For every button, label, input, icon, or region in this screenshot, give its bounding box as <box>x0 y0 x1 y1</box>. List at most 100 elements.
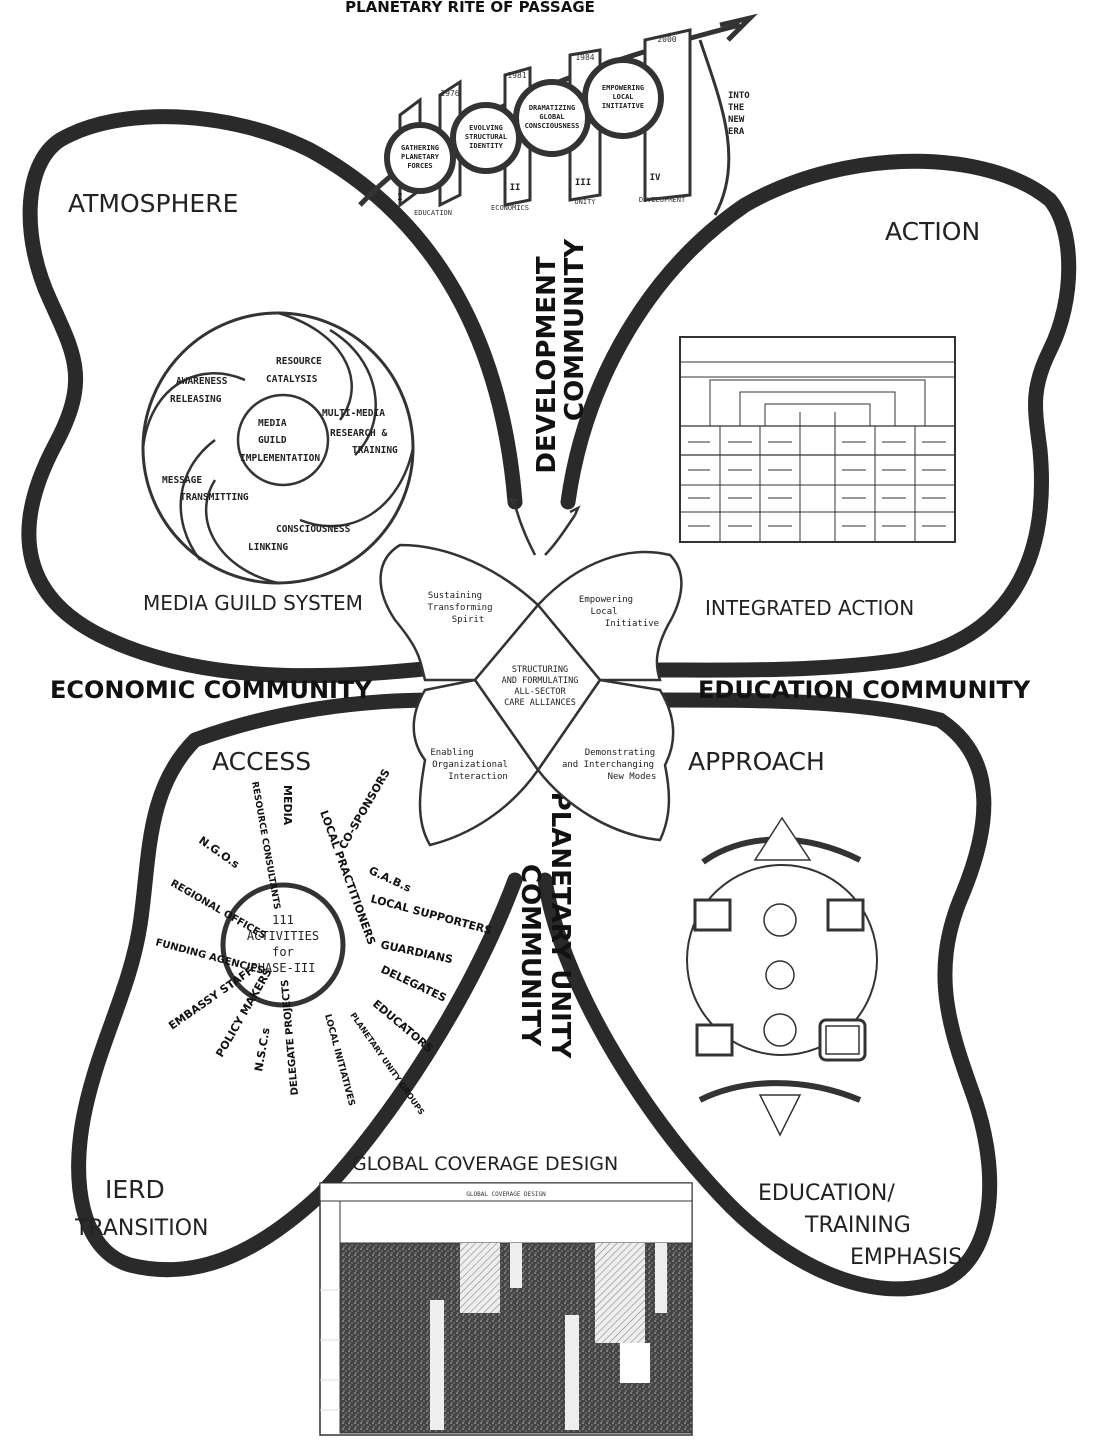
spiral-awareness-1: AWARENESS <box>176 376 228 387</box>
inner-center-1: STRUCTURING <box>512 665 568 675</box>
label-atmosphere: ATMOSPHERE <box>68 189 238 218</box>
spoke-gabs: G.A.B.s <box>367 864 414 895</box>
wing-bottom-left <box>71 692 523 1278</box>
spiral-media-3: IMPLEMENTATION <box>240 453 320 464</box>
label-access: ACCESS <box>212 747 311 776</box>
spoke-local-supporters: LOCAL SUPPORTERS <box>369 892 493 937</box>
spiral-message-2: TRANSMITTING <box>180 492 249 503</box>
inner-tr-2: Local <box>590 607 617 617</box>
label-education-training-1: EDUCATION/ <box>758 1181 895 1206</box>
label-action: ACTION <box>885 217 980 246</box>
antennae <box>506 498 581 556</box>
spoke-nscs: N.S.C.s <box>252 1026 273 1072</box>
global-coverage-title: GLOBAL COVERAGE DESIGN <box>352 1153 618 1175</box>
label-integrated-action: INTEGRATED ACTION <box>705 596 914 620</box>
inner-wing-bl <box>412 678 540 847</box>
spiral-consciousness-1: CONSCIOUSNESS <box>276 524 351 535</box>
rite-of-passage: 1976 1981 1984 2000 GATHERING PLANETARY … <box>358 13 758 217</box>
spiral-media-2: GUILD <box>258 435 287 446</box>
column-label-1: 1976 <box>440 89 459 98</box>
rite-circle-2-l2: STRUCTURAL <box>465 133 507 141</box>
base-economics: ECONOMICS <box>491 204 529 212</box>
page-title: PLANETARY RITE OF PASSAGE <box>345 0 595 16</box>
inner-wing-br <box>536 678 675 842</box>
label-transition: TRANSITION <box>74 1216 209 1241</box>
rite-circle-4-l1: EMPOWERING <box>602 84 644 92</box>
numeral-1: I <box>397 193 402 203</box>
into-l4: ERA <box>728 127 745 137</box>
wing-bottom-right <box>537 692 998 1297</box>
inner-br-1: Demonstrating <box>585 748 655 758</box>
label-education-training-3: EMPHASIS <box>850 1245 962 1270</box>
inner-tl-2: Transforming <box>427 603 492 613</box>
spoke-guardians: GUARDIANS <box>379 938 454 966</box>
rite-circle-3-l3: CONSCIOUSNESS <box>525 122 580 130</box>
spoke-local-initiatives: LOCAL INITIATIVES <box>322 1013 356 1107</box>
inner-center-3: ALL-SECTOR <box>514 687 566 697</box>
spiral-media-1: MEDIA <box>258 418 287 429</box>
media-guild-spiral: RESOURCE CATALYSIS AWARENESS RELEASING M… <box>141 311 415 585</box>
spoke-co-sponsors: CO-SPONSORS <box>336 767 392 852</box>
activities-2: ACTIVITIES <box>247 929 319 943</box>
community-development-1: DEVELOPMENT <box>532 256 562 473</box>
spiral-multimedia-1: MULTI-MEDIA <box>322 408 385 419</box>
rite-circle-3-l2: GLOBAL <box>539 113 564 121</box>
inner-bl-1: Enabling <box>430 748 473 758</box>
activities-1: 111 <box>272 913 294 927</box>
community-development-2: COMMUNITY <box>560 238 590 421</box>
spiral-awareness-2: RELEASING <box>170 394 222 405</box>
inner-tr-1: Empowering <box>579 595 633 605</box>
integrated-action-table <box>679 336 956 543</box>
base-development: DEVELOPMENT <box>639 196 686 204</box>
inner-br-2: and Interchanging <box>562 760 654 770</box>
inner-tl-1: Sustaining <box>428 591 482 601</box>
approach-diagram <box>686 816 878 1137</box>
community-planetary-unity-2: COMMUNITY <box>515 864 545 1047</box>
column-label-3: 1984 <box>575 53 594 62</box>
rite-circle-4-l3: INITIATIVE <box>602 102 644 110</box>
inner-center-diamond <box>473 603 602 773</box>
spiral-multimedia-2: RESEARCH & <box>330 428 387 439</box>
spiral-message-1: MESSAGE <box>162 475 202 486</box>
column-label-2: 1981 <box>507 71 526 80</box>
base-unity: UNITY <box>574 198 596 206</box>
inner-tr-3: Initiative <box>605 619 659 629</box>
spiral-resource-1: RESOURCE <box>276 356 322 367</box>
rite-circle-3-l1: DRAMATIZING <box>529 104 575 112</box>
into-l2: THE <box>728 103 744 113</box>
spoke-delegates: DELEGATES <box>379 963 449 1005</box>
spiral-multimedia-3: TRAINING <box>352 445 398 456</box>
spiral-consciousness-2: LINKING <box>248 542 288 553</box>
spiral-resource-2: CATALYSIS <box>266 374 318 385</box>
inner-center-4: CARE ALLIANCES <box>504 698 576 708</box>
inner-tl-3: Spirit <box>452 615 485 625</box>
label-ierd: IERD <box>105 1175 165 1204</box>
into-l1: INTO <box>728 91 750 101</box>
rite-circle-1-l1: GATHERING <box>401 144 439 152</box>
into-l3: NEW <box>728 115 745 125</box>
inner-wing-tl <box>379 543 540 682</box>
inner-center-2: AND FORMULATING <box>502 676 579 686</box>
rite-circle-1-l2: PLANETARY <box>401 153 440 161</box>
wing-top-left <box>21 109 523 684</box>
wing-outlines <box>21 109 1077 1297</box>
numeral-2: II <box>510 183 521 193</box>
label-education-training-2: TRAINING <box>804 1213 911 1238</box>
rite-circle-2-l1: EVOLVING <box>469 124 503 132</box>
rite-circle-4-l2: LOCAL <box>612 93 633 101</box>
community-planetary-unity-1: PLANETARY UNITY <box>545 792 575 1060</box>
rite-circle-2-l3: IDENTITY <box>469 142 504 150</box>
inner-bl-3: Interaction <box>448 772 508 782</box>
rite-circle-1-l3: FORCES <box>407 162 432 170</box>
activities-4: PHASE-III <box>250 961 315 975</box>
spoke-ngos: N.G.O.s <box>196 834 242 872</box>
community-economic: ECONOMIC COMMUNITY <box>50 676 372 704</box>
base-education: EDUCATION <box>414 209 452 217</box>
inner-br-3: New Modes <box>608 772 657 782</box>
central-butterfly <box>379 543 683 847</box>
numeral-4: IV <box>650 173 661 183</box>
numeral-3: III <box>575 178 591 188</box>
column-label-4: 2000 <box>657 35 676 44</box>
